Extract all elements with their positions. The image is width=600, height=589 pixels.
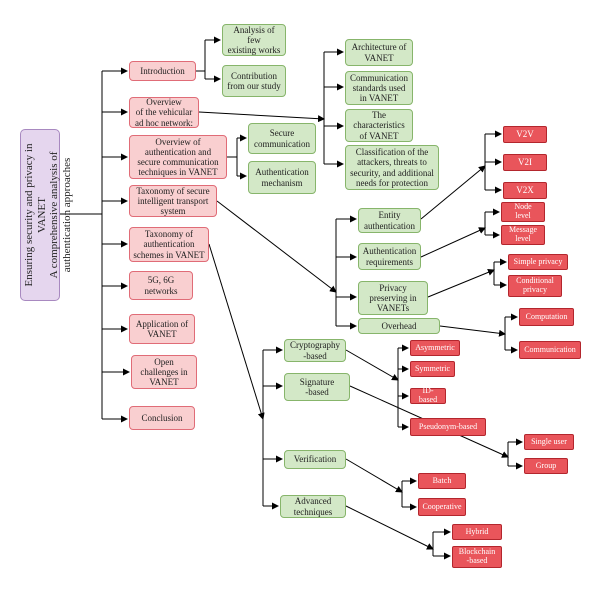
node-crypto-based: Cryptography -based — [284, 339, 346, 362]
node-auth-mechanism: Authentication mechanism — [248, 161, 316, 194]
leaf-symmetric: Symmetric — [410, 361, 455, 377]
root-topic — [20, 129, 60, 301]
node-architecture: Architecture of VANET — [345, 39, 413, 66]
node-applications: Application of VANET — [129, 314, 195, 344]
node-attackers: Classification of the attackers, threats… — [345, 145, 439, 190]
node-analysis-existing: Analysis of few existing works — [222, 24, 286, 56]
node-privacy-preserving: Privacy preserving in VANETs — [358, 281, 428, 315]
leaf-computation: Computation — [519, 308, 574, 326]
node-vanet-overview: Overview of the vehicular ad hoc network… — [129, 97, 199, 128]
node-open-challenges: Open challenges in VANET — [131, 355, 197, 389]
leaf-v2v: V2V — [503, 126, 547, 143]
node-overhead: Overhead — [358, 318, 440, 334]
leaf-blockchain-based: Blockchain -based — [452, 546, 502, 568]
root-label: Ensuring security and privacy in VANET A… — [23, 143, 73, 287]
node-signature-based: Signature -based — [284, 373, 350, 401]
leaf-v2x: V2X — [503, 182, 547, 199]
node-auth-schemes: Taxonomy of authentication schemes in VA… — [129, 227, 209, 262]
leaf-communication: Communication — [519, 341, 581, 359]
leaf-node-level: Node level — [501, 202, 545, 222]
leaf-single-user: Single user — [524, 434, 574, 450]
leaf-group: Group — [524, 458, 568, 474]
node-conclusion: Conclusion — [129, 406, 195, 430]
node-auth-requirements: Authentication requirements — [358, 243, 421, 270]
leaf-hybrid: Hybrid — [452, 524, 502, 540]
node-comm-standards: Communication standards used in VANET — [345, 71, 413, 105]
leaf-cooperative: Cooperative — [418, 498, 466, 516]
node-5g-6g: 5G, 6G networks — [129, 271, 193, 300]
leaf-message-level: Message level — [501, 225, 545, 245]
node-entity-auth: Entity authentication — [358, 208, 421, 233]
node-characteristics: The characteristics of VANET — [345, 109, 413, 142]
node-secure-comm: Secure communication — [248, 123, 316, 154]
node-auth-overview: Overview of authentication and secure co… — [129, 135, 227, 179]
node-verification: Verification — [284, 450, 346, 469]
leaf-batch: Batch — [418, 473, 466, 489]
leaf-asymmetric: Asymmetric — [410, 340, 460, 356]
leaf-v2i: V2I — [503, 154, 547, 171]
node-its-taxonomy: Taxonomy of secure intelligent transport… — [129, 185, 217, 217]
leaf-simple-privacy: Simple privacy — [508, 254, 568, 270]
node-introduction: Introduction — [129, 61, 196, 81]
leaf-pseudonym-based: Pseudonym-based — [410, 418, 486, 436]
node-contribution: Contribution from our study — [222, 65, 286, 97]
leaf-conditional-privacy: Conditional privacy — [508, 275, 562, 297]
node-advanced: Advanced techniques — [280, 495, 346, 518]
leaf-id-based: ID-based — [410, 386, 446, 404]
